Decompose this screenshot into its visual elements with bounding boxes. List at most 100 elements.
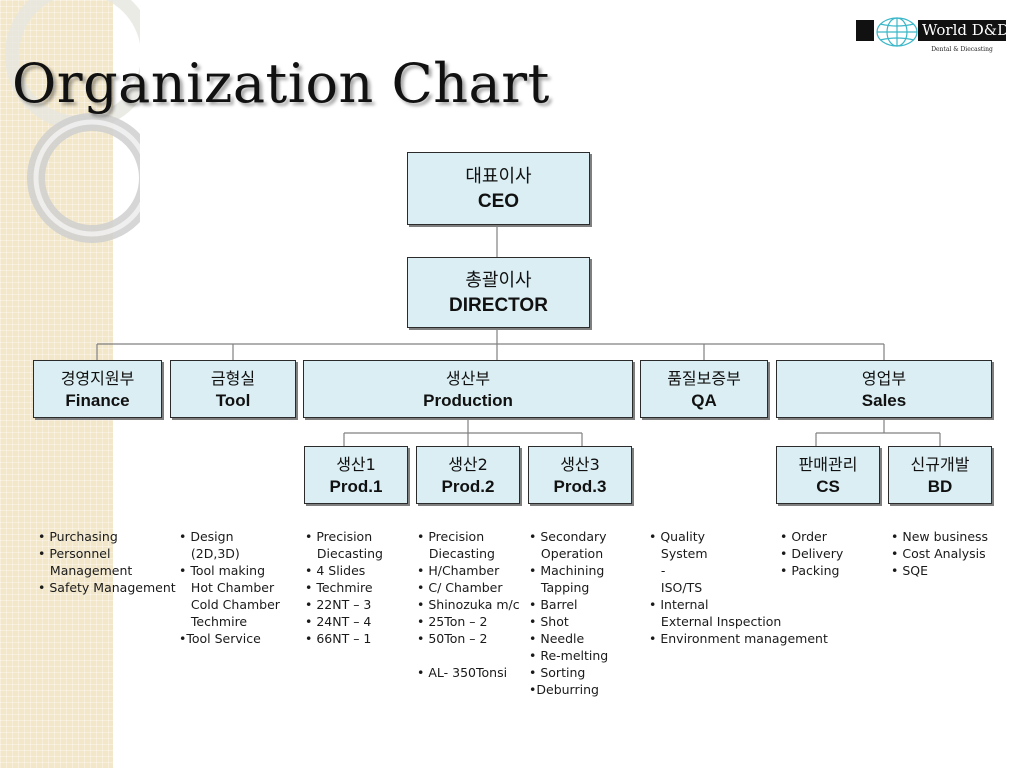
duty-item: •Tool Service: [179, 631, 261, 646]
duty-item: •Deburring: [529, 682, 599, 697]
prod3-korean-label: 생산3: [560, 454, 600, 474]
duty-item: • C/ Chamber: [417, 580, 503, 595]
duty-item: • 22NT – 3: [305, 597, 372, 612]
duty-item: • Re-melting: [529, 648, 609, 663]
duty-item: • Internal: [649, 597, 709, 612]
tool-duties: • Design (2D,3D) • Tool making Hot Chambe…: [179, 528, 280, 647]
duty-item: Cold Chamber: [179, 597, 280, 612]
duty-item: • Shinozuka m/c: [417, 597, 520, 612]
finance-label: Finance: [65, 390, 130, 410]
cs-box: 판매관리 CS: [776, 446, 880, 504]
duty-item: • Order: [780, 529, 827, 544]
duty-item: • Shot: [529, 614, 569, 629]
duty-item: • Tool making: [179, 563, 266, 578]
duty-item: • 50Ton – 2: [417, 631, 488, 646]
ceo-label: CEO: [477, 190, 520, 212]
duty-item: Operation: [529, 546, 604, 561]
ceo-box: 대표이사 CEO: [407, 152, 590, 225]
director-label: DIRECTOR: [449, 294, 548, 316]
production-korean-label: 생산부: [445, 368, 491, 388]
duty-item: • 66NT – 1: [305, 631, 372, 646]
duty-item: • Needle: [529, 631, 585, 646]
prod3-box: 생산3 Prod.3: [528, 446, 632, 504]
duty-item: Techmire: [179, 614, 248, 629]
bd-box: 신규개발 BD: [888, 446, 992, 504]
duty-item: External Inspection: [649, 614, 782, 629]
duty-item: • Precision: [417, 529, 485, 544]
company-logo: World D&D Dental & Diecasting: [856, 17, 1009, 62]
duty-item: • 25Ton – 2: [417, 614, 488, 629]
duty-item: • Purchasing: [38, 529, 118, 544]
prod2-duties: • Precision Diecasting• H/Chamber• C/ Ch…: [417, 528, 520, 681]
ceo-korean-label: 대표이사: [465, 165, 532, 187]
sales-label: Sales: [861, 390, 907, 410]
duty-item: ISO/TS: [649, 580, 703, 595]
qa-label: QA: [691, 390, 717, 410]
duty-item: • Quality: [649, 529, 706, 544]
duty-item: -: [649, 563, 666, 578]
duty-item: • Sorting: [529, 665, 586, 680]
duty-item: • New business: [891, 529, 989, 544]
duty-item: • Design: [179, 529, 234, 544]
production-box: 생산부 Production: [303, 360, 633, 418]
prod1-box: 생산1 Prod.1: [304, 446, 408, 504]
duty-item: (2D,3D): [179, 546, 240, 561]
bd-korean-label: 신규개발: [910, 454, 970, 474]
tool-korean-label: 금형실: [210, 368, 256, 388]
globe-icon: [876, 17, 918, 47]
duty-item: • Precision: [305, 529, 373, 544]
duty-item: • H/Chamber: [417, 563, 500, 578]
prod2-korean-label: 생산2: [448, 454, 488, 474]
duty-item: [417, 647, 520, 664]
duty-item: • Delivery: [780, 546, 844, 561]
duty-item: • Environment management: [649, 631, 828, 646]
prod2-box: 생산2 Prod.2: [416, 446, 520, 504]
logo-wordmark: World D&D: [918, 20, 1009, 41]
duty-item: • AL- 350Tonsi: [417, 665, 508, 680]
prod2-label: Prod.2: [441, 476, 495, 496]
duty-item: • 24NT – 4: [305, 614, 372, 629]
duty-item: System: [649, 546, 708, 561]
qa-box: 품질보증부 QA: [640, 360, 768, 418]
bd-duties: • New business • Cost Analysis • SQE: [891, 528, 988, 579]
logo-block: [856, 20, 874, 41]
tool-box: 금형실 Tool: [170, 360, 296, 418]
finance-duties: • Purchasing• Personnel Management• Safe…: [38, 528, 176, 596]
logo-tagline: Dental & Diecasting: [931, 46, 993, 53]
bd-label: BD: [927, 476, 953, 496]
sales-korean-label: 영업부: [861, 368, 907, 388]
cs-korean-label: 판매관리: [798, 454, 858, 474]
finance-box: 경영지원부 Finance: [33, 360, 162, 418]
prod1-duties: • Precision Diecasting • 4 Slides • Techmi…: [305, 528, 383, 647]
duty-item: • Secondary: [529, 529, 607, 544]
duty-item: Diecasting: [305, 546, 383, 561]
duty-item: • Techmire: [305, 580, 373, 595]
cs-duties: • Order • Delivery • Packing: [780, 528, 843, 579]
duty-item: • Safety Management: [38, 580, 176, 595]
duty-item: • Packing: [780, 563, 840, 578]
prod3-duties: • Secondary Operation • Machining Tapping…: [529, 528, 608, 698]
cs-label: CS: [816, 476, 840, 496]
duty-item: Hot Chamber: [179, 580, 275, 595]
tool-label: Tool: [215, 390, 251, 410]
qa-duties: • Quality System - ISO/TS • Internal Exte…: [649, 528, 828, 647]
prod1-label: Prod.1: [329, 476, 383, 496]
director-box: 총괄이사 DIRECTOR: [407, 257, 590, 328]
qa-korean-label: 품질보증부: [667, 368, 741, 388]
duty-item: Management: [38, 563, 133, 578]
prod3-label: Prod.3: [553, 476, 607, 496]
duty-item: Tapping: [529, 580, 590, 595]
prod1-korean-label: 생산1: [336, 454, 376, 474]
duty-item: • Cost Analysis: [891, 546, 986, 561]
director-korean-label: 총괄이사: [465, 269, 532, 291]
duty-item: • 4 Slides: [305, 563, 366, 578]
duty-item: • Machining: [529, 563, 605, 578]
duty-item: • Barrel: [529, 597, 578, 612]
sales-box: 영업부 Sales: [776, 360, 992, 418]
decorative-rings: [5, 0, 140, 243]
page-title: Organization Chart: [12, 52, 550, 115]
duty-item: • SQE: [891, 563, 929, 578]
production-label: Production: [423, 390, 513, 410]
finance-korean-label: 경영지원부: [60, 368, 135, 388]
